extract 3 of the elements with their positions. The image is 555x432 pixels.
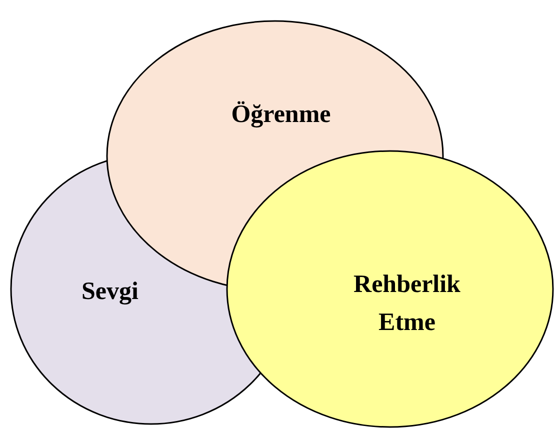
region-label: Sevgi bbox=[65, 273, 155, 311]
region-label: Rehberlik Etme bbox=[332, 266, 482, 342]
region-label: Öğrenme bbox=[196, 96, 366, 134]
